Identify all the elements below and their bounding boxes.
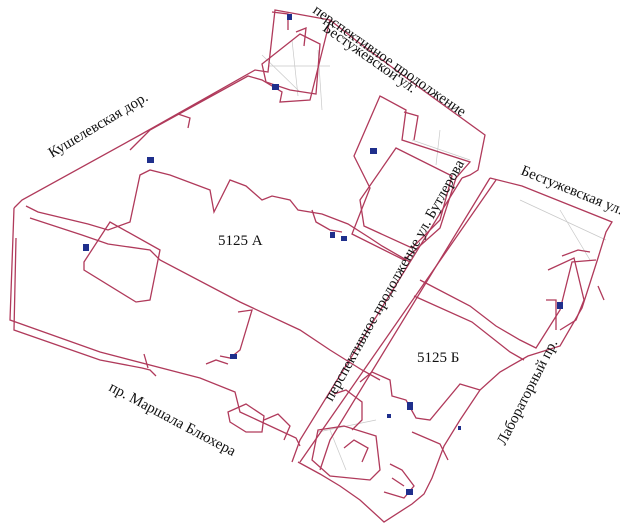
building-marker-icon [387,414,391,418]
parcel-label-a: 5125 А [218,233,263,249]
parcel-a-boundary [9,9,486,447]
building-marker-icon [272,84,279,90]
building-marker-icon [557,302,563,309]
building-marker-icon [407,402,413,410]
grid-lines [261,39,607,471]
building-marker-icon [406,489,413,495]
building-marker-icon [147,157,154,163]
street-label-perspective-bestuzhevskaya-1: перспективное продолжение [310,2,469,120]
building-marker-icon [458,426,461,430]
street-label-kushelevskaya: Кушелевская дор. [46,89,151,161]
street-label-laboratorny: Лабораторный пр. [494,337,561,448]
street-label-blyukhera: пр. Маршала Блюхера [106,379,239,460]
building-marker-icon [83,244,89,251]
building-markers [83,14,563,495]
building-marker-icon [287,14,292,20]
building-marker-icon [230,354,237,359]
parcel-b-boundary [297,177,613,523]
building-marker-icon [341,236,347,241]
parcel-label-b: 5125 Б [417,350,459,366]
building-marker-icon [370,148,377,154]
street-label-perspective-bestuzhevskaya-2: Бестужевской ул. [320,20,420,96]
butlerova-road [291,177,497,471]
building-marker-icon [330,232,335,238]
street-label-butlerova: перспективное продолжение ул. Бутлерова [322,157,469,404]
